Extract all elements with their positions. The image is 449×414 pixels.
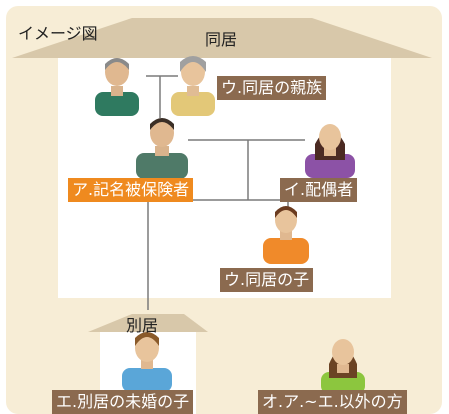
separate-roof bbox=[88, 314, 208, 332]
child-separate-label: エ.別居の未婚の子 bbox=[52, 390, 194, 414]
grandmother-figure bbox=[171, 56, 215, 116]
spouse-figure bbox=[305, 124, 355, 178]
house-title: 同居 bbox=[205, 30, 238, 49]
image-label: イメージ図 bbox=[18, 24, 98, 43]
insured-figure bbox=[136, 118, 188, 179]
child-cohabiting-label: ウ.同居の子 bbox=[220, 268, 314, 292]
house-roof bbox=[12, 18, 432, 58]
grandfather-figure bbox=[95, 58, 139, 116]
insured-label: ア.記名被保険者 bbox=[68, 178, 194, 202]
relatives-label: ウ.同居の親族 bbox=[217, 76, 327, 100]
separate-title: 別居 bbox=[126, 316, 159, 335]
other-person-figure bbox=[321, 339, 365, 394]
spouse-label: イ.配偶者 bbox=[280, 178, 358, 202]
others-label: オ.ア.~エ.以外の方 bbox=[258, 390, 407, 414]
child-separate-figure bbox=[122, 332, 172, 392]
child-cohabiting-figure bbox=[263, 206, 309, 264]
